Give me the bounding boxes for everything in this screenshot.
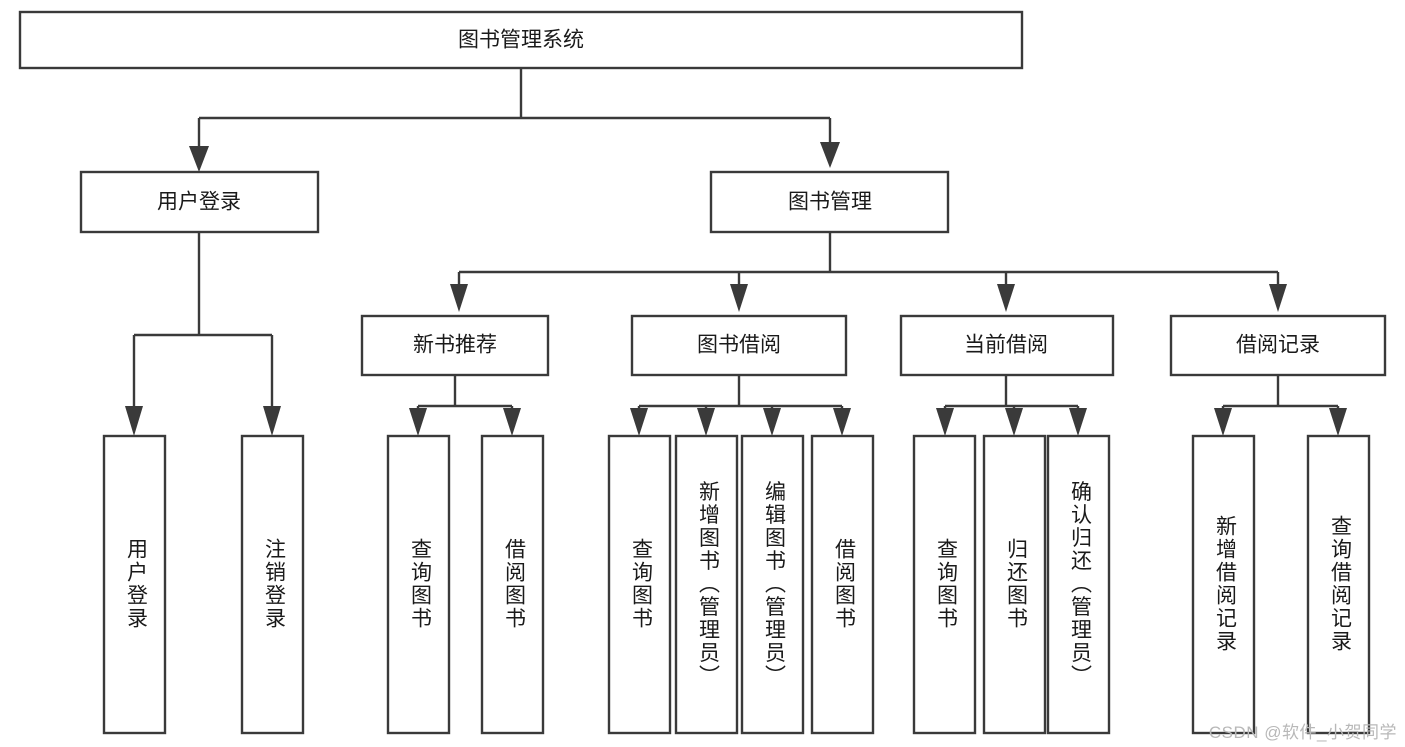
- arrowhead-leaf-add-book: [697, 408, 715, 436]
- arrowhead-leaf-confirm-return: [1069, 408, 1087, 436]
- arrowhead-leaf-add-record: [1214, 408, 1232, 436]
- leaf-edit-book-label: 编辑图书（管理员）: [762, 481, 786, 688]
- node-book-manage-box[interactable]: [709, 170, 950, 234]
- leaf-query-book-1-box[interactable]: [386, 434, 451, 735]
- leaf-query-book-3-box[interactable]: [912, 434, 977, 735]
- arrowhead-leaf-user-login: [125, 406, 143, 436]
- arrowhead-current-borrow: [997, 284, 1015, 312]
- arrowhead-user-login: [189, 146, 209, 172]
- leaf-edit-book[interactable]: 编辑图书（管理员）: [740, 434, 805, 735]
- arrowhead-leaf-query-book-2: [630, 408, 648, 436]
- node-root[interactable]: 图书管理系统: [18, 10, 1024, 70]
- arrowhead-leaf-edit-book: [763, 408, 781, 436]
- arrowhead-leaf-return-book: [1005, 408, 1023, 436]
- leaf-query-book-2[interactable]: 查询图书: [607, 434, 672, 735]
- leaf-query-record-box[interactable]: [1306, 434, 1371, 735]
- node-book-manage[interactable]: 图书管理: [709, 170, 950, 234]
- leaf-confirm-return-box[interactable]: [1046, 434, 1111, 735]
- node-root-label: 图书管理系统: [458, 29, 584, 52]
- node-borrow-record[interactable]: 借阅记录: [1169, 314, 1387, 377]
- node-borrow-record-box[interactable]: [1169, 314, 1387, 377]
- leaf-query-book-2-label: 查询图书: [629, 538, 653, 630]
- node-current-borrow[interactable]: 当前借阅: [899, 314, 1115, 377]
- node-root-box[interactable]: [18, 10, 1024, 70]
- node-book-borrow-label: 图书借阅: [697, 334, 781, 357]
- leaf-query-record-label: 查询借阅记录: [1328, 515, 1352, 653]
- leaf-borrow-book-2[interactable]: 借阅图书: [810, 434, 875, 735]
- leaf-confirm-return[interactable]: 确认归还（管理员）: [1046, 434, 1111, 735]
- leaf-borrow-book-1[interactable]: 借阅图书: [480, 434, 545, 735]
- leaf-confirm-return-label: 确认归还（管理员）: [1068, 481, 1092, 688]
- node-new-book-recommend-label: 新书推荐: [413, 334, 497, 357]
- leaf-add-record[interactable]: 新增借阅记录: [1191, 434, 1256, 735]
- node-book-borrow[interactable]: 图书借阅: [630, 314, 848, 377]
- leaf-logout-login-box[interactable]: [240, 434, 305, 735]
- node-new-book-recommend[interactable]: 新书推荐: [360, 314, 550, 377]
- leaf-add-record-label: 新增借阅记录: [1213, 515, 1237, 653]
- arrowhead-new-book-recommend: [450, 284, 468, 312]
- leaf-user-login-box[interactable]: [102, 434, 167, 735]
- leaf-add-book-label: 新增图书（管理员）: [696, 481, 720, 688]
- node-current-borrow-box[interactable]: [899, 314, 1115, 377]
- leaf-edit-book-box[interactable]: [740, 434, 805, 735]
- arrowhead-borrow-record: [1269, 284, 1287, 312]
- node-book-borrow-box[interactable]: [630, 314, 848, 377]
- leaf-return-book[interactable]: 归还图书: [982, 434, 1047, 735]
- leaf-add-book-box[interactable]: [674, 434, 739, 735]
- arrowhead-leaf-borrow-book-2: [833, 408, 851, 436]
- node-new-book-recommend-box[interactable]: [360, 314, 550, 377]
- leaf-return-book-label: 归还图书: [1004, 538, 1028, 630]
- leaf-user-login-label: 用户登录: [124, 538, 148, 630]
- arrowhead-book-manage: [820, 142, 840, 168]
- leaf-add-record-box[interactable]: [1191, 434, 1256, 735]
- leaf-borrow-book-1-box[interactable]: [480, 434, 545, 735]
- arrowhead-book-borrow: [730, 284, 748, 312]
- arrowhead-leaf-logout-login: [263, 406, 281, 436]
- node-user-login-label: 用户登录: [157, 191, 241, 214]
- leaf-logout-login-label: 注销登录: [262, 538, 286, 630]
- connector-layer: [125, 68, 1347, 436]
- node-borrow-record-label: 借阅记录: [1236, 334, 1320, 357]
- node-book-manage-label: 图书管理: [788, 191, 872, 214]
- leaf-logout-login[interactable]: 注销登录: [240, 434, 305, 735]
- arrowhead-leaf-borrow-book-1: [503, 408, 521, 436]
- node-current-borrow-label: 当前借阅: [964, 334, 1048, 357]
- leaf-query-book-3[interactable]: 查询图书: [912, 434, 977, 735]
- leaf-add-book[interactable]: 新增图书（管理员）: [674, 434, 739, 735]
- leaf-return-book-box[interactable]: [982, 434, 1047, 735]
- leaf-query-book-3-label: 查询图书: [934, 538, 958, 630]
- arrowhead-leaf-query-book-3: [936, 408, 954, 436]
- leaf-query-book-2-box[interactable]: [607, 434, 672, 735]
- node-user-login[interactable]: 用户登录: [79, 170, 320, 234]
- leaf-query-book-1-label: 查询图书: [408, 538, 432, 630]
- arrowhead-leaf-query-book-1: [409, 408, 427, 436]
- leaf-query-book-1[interactable]: 查询图书: [386, 434, 451, 735]
- leaf-borrow-book-2-box[interactable]: [810, 434, 875, 735]
- leaf-borrow-book-2-label: 借阅图书: [832, 538, 856, 630]
- leaf-borrow-book-1-label: 借阅图书: [502, 538, 526, 630]
- arrowhead-leaf-query-record: [1329, 408, 1347, 436]
- leaf-query-record[interactable]: 查询借阅记录: [1306, 434, 1371, 735]
- node-user-login-box[interactable]: [79, 170, 320, 234]
- leaf-user-login[interactable]: 用户登录: [102, 434, 167, 735]
